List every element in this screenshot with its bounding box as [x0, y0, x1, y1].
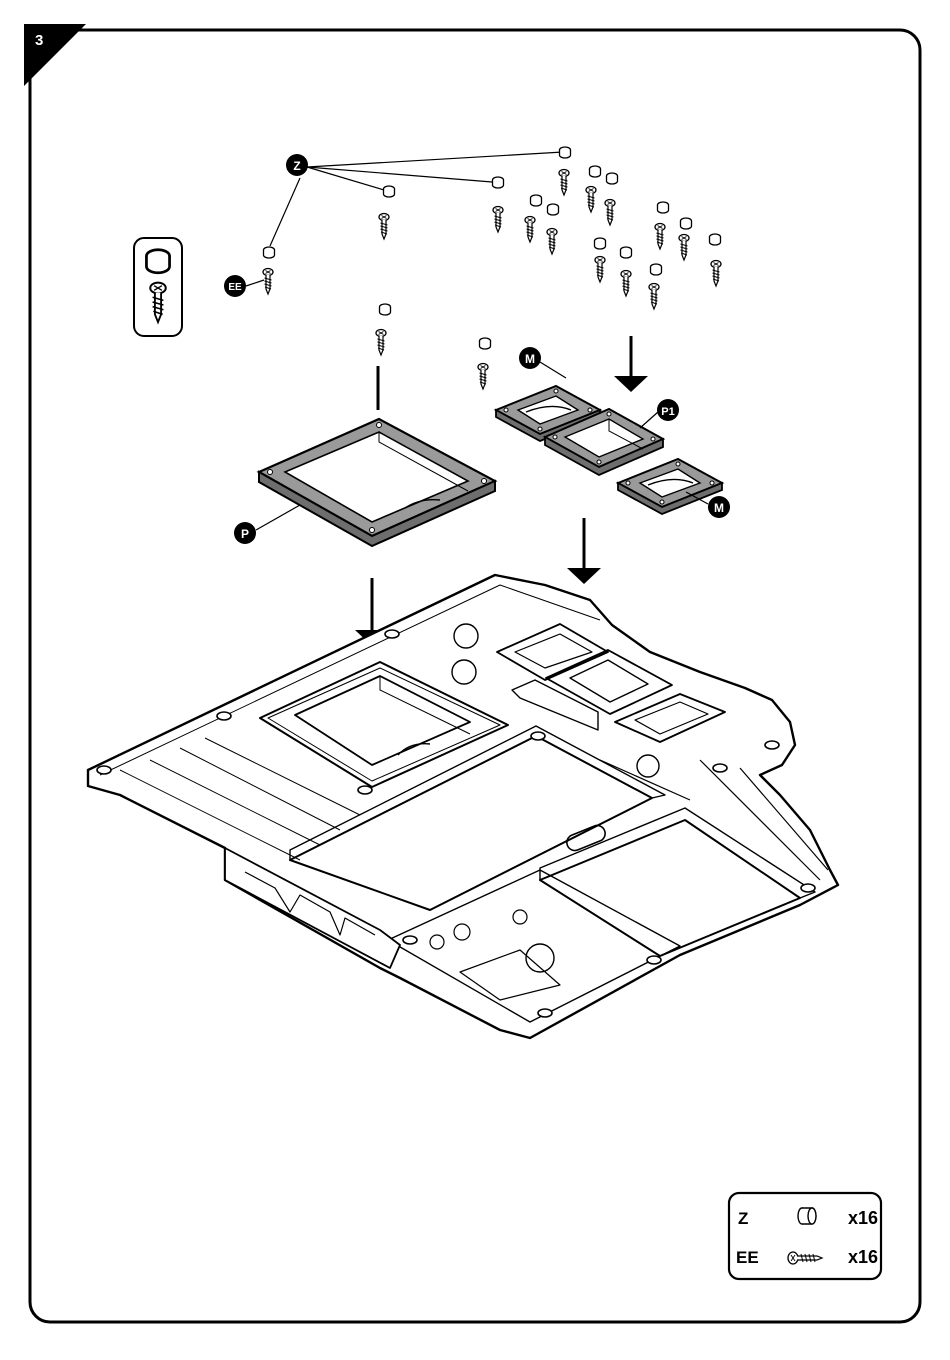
cap-part [681, 218, 692, 229]
cap-part [384, 186, 395, 197]
callout-m-top-label: M [525, 352, 535, 366]
cap-part [658, 202, 669, 213]
callout-p-leader [256, 505, 300, 530]
screw-part [559, 170, 569, 196]
screw-part [586, 187, 596, 213]
step-number: 3 [35, 32, 43, 49]
cap-part [651, 264, 662, 275]
callout-z-label: Z [293, 159, 300, 173]
part-qty-z: x16 [848, 1208, 878, 1228]
screw-part [711, 261, 721, 287]
cap-part [264, 247, 275, 258]
base-assembly [88, 575, 838, 1038]
cap-part [621, 247, 632, 258]
screw-part [493, 207, 503, 233]
callout-m-bottom-label: M [714, 501, 724, 515]
callout-p1: P1 [657, 399, 679, 421]
cap-part [480, 338, 491, 349]
cap-part [590, 166, 601, 177]
cap-icon [146, 250, 169, 273]
cap-part [548, 204, 559, 215]
frame-m-bottom [618, 459, 722, 514]
screw-part [263, 269, 273, 295]
cap-group [264, 147, 721, 349]
cap-part [595, 238, 606, 249]
screw-part [605, 200, 615, 226]
callout-z: Z [286, 154, 308, 176]
callout-z-leaders [270, 152, 563, 246]
callout-p1-label: P1 [661, 406, 674, 418]
callout-ee-label: EE [228, 282, 242, 293]
screw-part [547, 229, 557, 255]
cap-icon [798, 1208, 816, 1224]
cap-part [607, 173, 618, 184]
inset-cap-screw [134, 238, 182, 336]
screw-part [595, 257, 605, 283]
part-qty-ee: x16 [848, 1247, 878, 1267]
callout-m-top: M [519, 347, 541, 369]
cap-part [710, 234, 721, 245]
screw-part [621, 271, 631, 297]
callout-ee: EE [224, 275, 246, 297]
part-code-z: Z [738, 1209, 748, 1228]
arrow-down-icon [614, 336, 648, 392]
screw-part [679, 235, 689, 261]
screw-part [525, 217, 535, 243]
callout-ee-leader [246, 280, 264, 286]
screw-part [478, 364, 488, 390]
screw-part [376, 330, 386, 356]
screw-part [649, 284, 659, 310]
cap-part [380, 304, 391, 315]
callout-m-bottom: M [708, 496, 730, 518]
callout-p-label: P [241, 527, 249, 541]
screw-group [263, 170, 721, 390]
step-corner-tab [24, 24, 86, 86]
frame-p [259, 419, 495, 546]
callout-p: P [234, 522, 256, 544]
callout-p1-leader [640, 412, 658, 428]
parts-box: Z x16 EE x16 [729, 1193, 881, 1279]
cap-part [531, 195, 542, 206]
screw-part [655, 224, 665, 250]
cap-part [493, 177, 504, 188]
part-code-ee: EE [736, 1248, 759, 1267]
arrow-down-icon [567, 518, 601, 584]
cap-part [560, 147, 571, 158]
callout-m-top-leader [540, 362, 566, 378]
screw-part [379, 214, 389, 240]
